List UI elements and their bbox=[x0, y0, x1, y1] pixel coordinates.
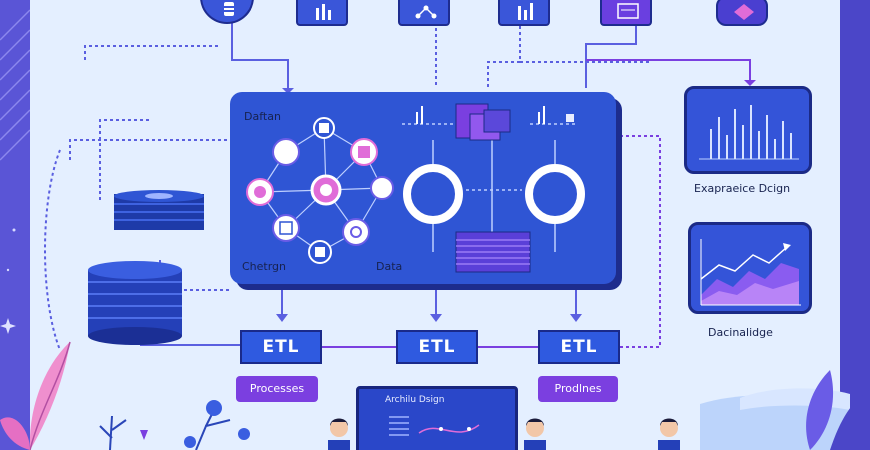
central-bottom-left-label: Chetrgn bbox=[242, 260, 287, 273]
prodlnes-chip: Prodlnes bbox=[538, 376, 618, 402]
etl-box-1: ETL bbox=[240, 330, 322, 364]
data-block bbox=[455, 231, 531, 273]
left-side-band bbox=[0, 0, 31, 450]
central-pipeline-panel: Daftan Chetrgn Data bbox=[230, 92, 616, 284]
database-icon bbox=[88, 261, 182, 345]
leaf-icon bbox=[0, 341, 71, 450]
central-graphics bbox=[246, 103, 585, 273]
bar-chart-icon bbox=[498, 0, 550, 26]
laptop-screen: Archilu Dsign bbox=[356, 386, 518, 450]
layer-stack bbox=[455, 103, 511, 141]
plant-decoration-right bbox=[806, 370, 870, 450]
database-icon bbox=[200, 0, 254, 24]
plant-decoration bbox=[0, 341, 250, 450]
area-chart-card bbox=[688, 222, 812, 314]
disk-stack-icon bbox=[114, 190, 204, 230]
central-bottom-mid-label: Data bbox=[376, 260, 403, 273]
side-stripes bbox=[0, 9, 31, 334]
etl-box-2: ETL bbox=[396, 330, 478, 364]
laptop-graphics bbox=[389, 416, 480, 436]
graph-nodes bbox=[246, 117, 394, 264]
laptop-title: Archilu Dsign bbox=[385, 395, 445, 405]
top-card-label: Exapraeice Dcign bbox=[694, 182, 791, 195]
person-icon bbox=[328, 418, 350, 450]
bottom-card-label: Dacinalidge bbox=[708, 326, 773, 339]
person-icon bbox=[524, 418, 546, 450]
bar-chart-card bbox=[684, 86, 812, 174]
storage-graphics bbox=[88, 190, 204, 345]
bar-chart-icon bbox=[699, 105, 799, 160]
right-side-band bbox=[840, 0, 870, 450]
area-chart-icon bbox=[700, 239, 801, 306]
bar-chart-icon bbox=[296, 0, 348, 26]
gem-icon bbox=[716, 0, 768, 26]
etl-box-3: ETL bbox=[538, 330, 620, 364]
processes-chip: Processes bbox=[236, 376, 318, 402]
network-icon bbox=[398, 0, 450, 26]
person-icon bbox=[658, 418, 680, 450]
central-top-label: Daftan bbox=[244, 110, 281, 123]
document-icon bbox=[600, 0, 652, 26]
leaf-icon bbox=[806, 370, 870, 450]
